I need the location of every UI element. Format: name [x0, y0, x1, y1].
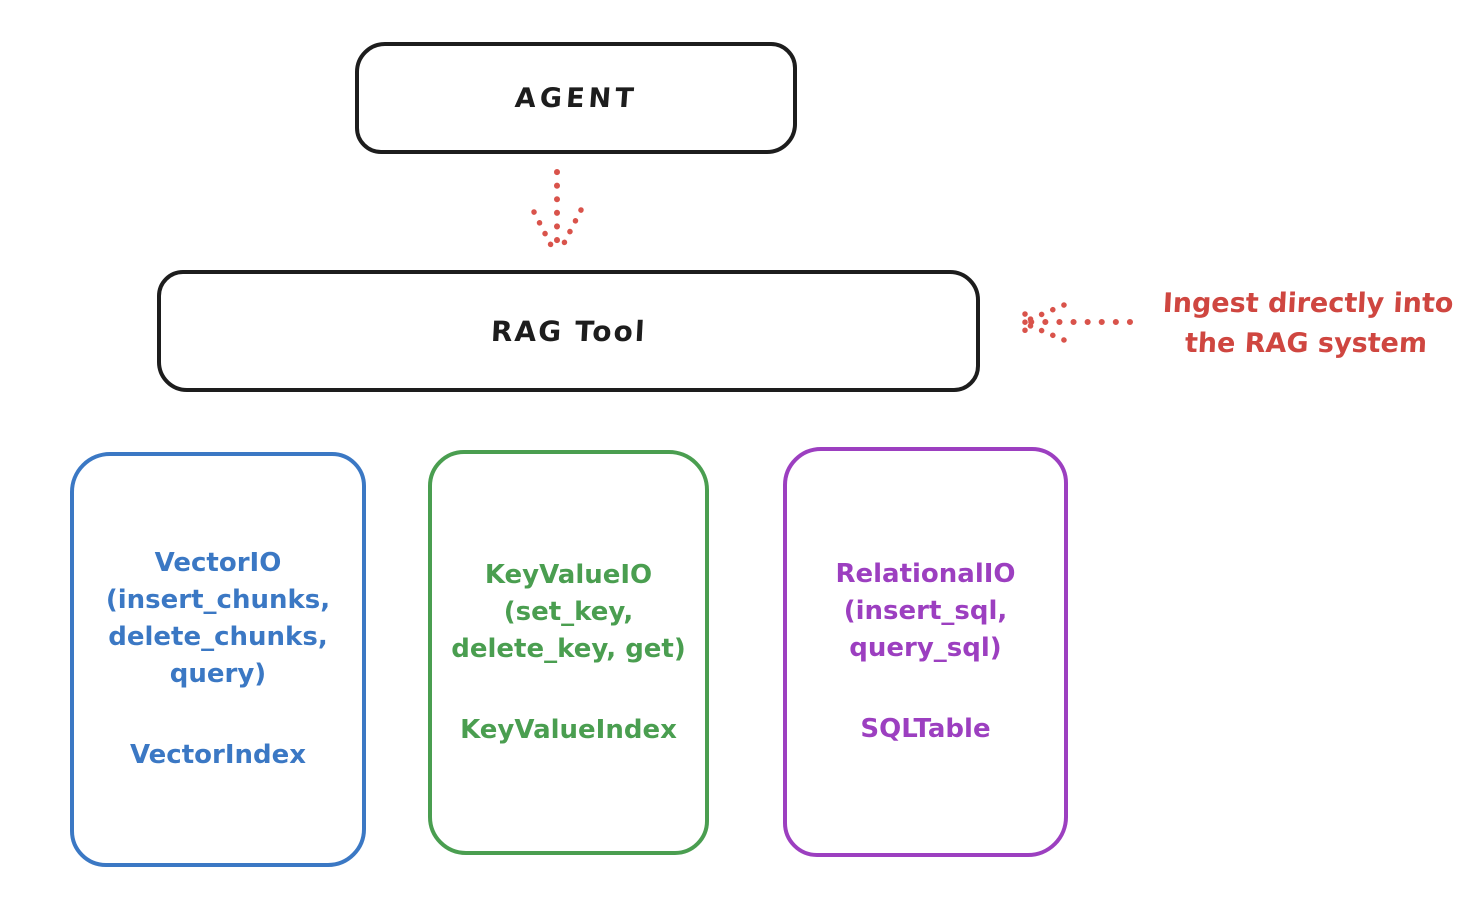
agent-node: AGENT	[355, 42, 797, 154]
ingest-dotted-arrow-icon	[1022, 302, 1133, 343]
relationalio-index-label: SQLTable	[860, 714, 991, 744]
vectorio-index-label: VectorIndex	[129, 740, 307, 770]
agent-to-rag-dotted-arrow-icon	[531, 169, 584, 256]
keyvalueio-node: KeyValueIO (set_key, delete_key, get) Ke…	[428, 450, 709, 855]
rag-tool-label: RAG Tool	[489, 314, 648, 348]
vectorio-method-line: delete_chunks,	[108, 622, 328, 652]
keyvalueio-index-label: KeyValueIndex	[460, 714, 677, 745]
ingest-annotation-line2: the RAG system	[1184, 328, 1428, 359]
keyvalueio-title: KeyValueIO	[484, 559, 653, 590]
relationalio-method-line: query_sql)	[849, 633, 1002, 663]
vectorio-node: VectorIO (insert_chunks, delete_chunks, …	[70, 452, 366, 867]
relationalio-method-line: (insert_sql,	[843, 596, 1008, 626]
vectorio-method-line: query)	[169, 659, 267, 689]
relationalio-node: RelationalIO (insert_sql, query_sql) SQL…	[783, 447, 1068, 857]
keyvalueio-method-line: (set_key,	[503, 596, 634, 627]
ingest-annotation: Ingest directly into the RAG system	[1138, 284, 1476, 364]
vectorio-method-line: (insert_chunks,	[105, 585, 331, 615]
agent-label: AGENT	[513, 82, 639, 114]
keyvalueio-method-line: delete_key, get)	[451, 633, 686, 664]
relationalio-title: RelationalIO	[835, 559, 1016, 589]
rag-tool-node: RAG Tool	[157, 270, 980, 392]
vectorio-title: VectorIO	[154, 548, 282, 578]
ingest-annotation-line1: Ingest directly into	[1161, 288, 1455, 319]
